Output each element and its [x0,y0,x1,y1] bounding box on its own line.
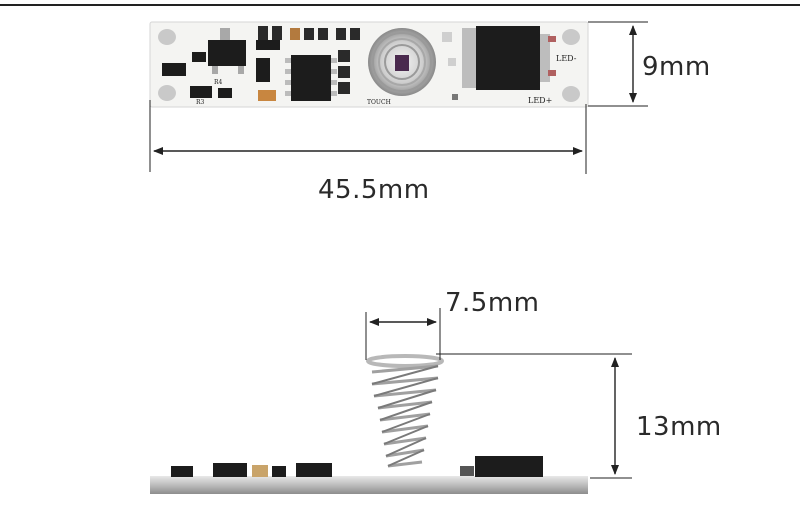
soic-8-chip [285,55,337,101]
regulator-chip [208,40,246,66]
silk-led-plus: LED+ [528,96,552,105]
side-capacitor [252,465,268,477]
side-mosfet [475,456,543,477]
top-divider-line [0,4,800,6]
pcb-top-view: TOUCH LED- LED+ R4 R3 [149,21,589,108]
touch-spring-top [368,28,436,96]
side-component-1 [171,466,193,477]
silk-r3: R3 [196,99,205,106]
resistor-r3 [190,86,212,98]
silk-led-minus: LED- [556,54,577,63]
capacitor [258,90,276,101]
resistor-array [258,26,360,40]
label-total-height-13mm: 13mm [636,412,722,442]
pcb-side-view [150,354,588,494]
dim-height-top [588,21,648,107]
diode-left [162,63,186,76]
dim-spring-width [365,308,441,360]
pcb-edge [150,476,588,494]
small-cap [218,88,232,98]
chip-tab [220,28,230,40]
pad-top-left [158,29,176,45]
pad-bottom-left [158,85,176,101]
mosfet-chip [462,26,550,90]
label-length-45-5mm: 45.5mm [318,175,430,205]
spring-coil [366,354,444,468]
small-part [256,58,270,82]
small-component [192,52,206,62]
pad-top-right [562,29,580,45]
label-spring-width-7-5mm: 7.5mm [445,288,540,318]
side-chip [296,463,332,477]
label-height-9mm: 9mm [642,52,711,82]
silk-touch: TOUCH [367,99,391,106]
side-component-2 [213,463,247,477]
led-indicator [395,55,409,71]
dim-length [149,100,587,174]
silk-r4: R4 [214,79,223,86]
dim-total-height [436,353,632,479]
pad-bottom-right [562,86,580,102]
